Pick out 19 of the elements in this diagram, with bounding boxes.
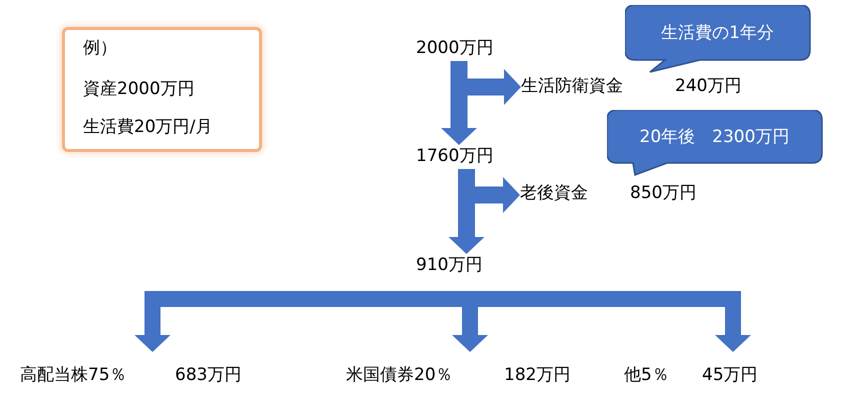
amount-label: 182万円 xyxy=(504,364,570,386)
amount-label: 1760万円 xyxy=(416,145,494,167)
example-text: 例） xyxy=(83,37,117,59)
amount-label: 850万円 xyxy=(630,182,696,204)
item-label: 米国債券20％ xyxy=(346,364,453,386)
example-text: 生活費20万円/月 xyxy=(83,116,212,138)
item-label: 生活防衛資金 xyxy=(521,75,623,97)
amount-label: 910万円 xyxy=(416,254,482,276)
item-label: 老後資金 xyxy=(520,182,588,204)
example-box xyxy=(62,27,262,152)
amount-label: 240万円 xyxy=(675,75,742,97)
amount-label: 2000万円 xyxy=(416,37,494,59)
amount-label: 45万円 xyxy=(702,364,758,386)
amount-label: 683万円 xyxy=(175,364,242,386)
callout-text: 生活費の1年分 xyxy=(660,22,775,44)
example-text: 資産2000万円 xyxy=(83,78,194,100)
item-label: 他5％ xyxy=(624,364,669,386)
item-label: 高配当株75％ xyxy=(20,364,127,386)
callout-text: 20年後 2300万円 xyxy=(638,126,790,148)
